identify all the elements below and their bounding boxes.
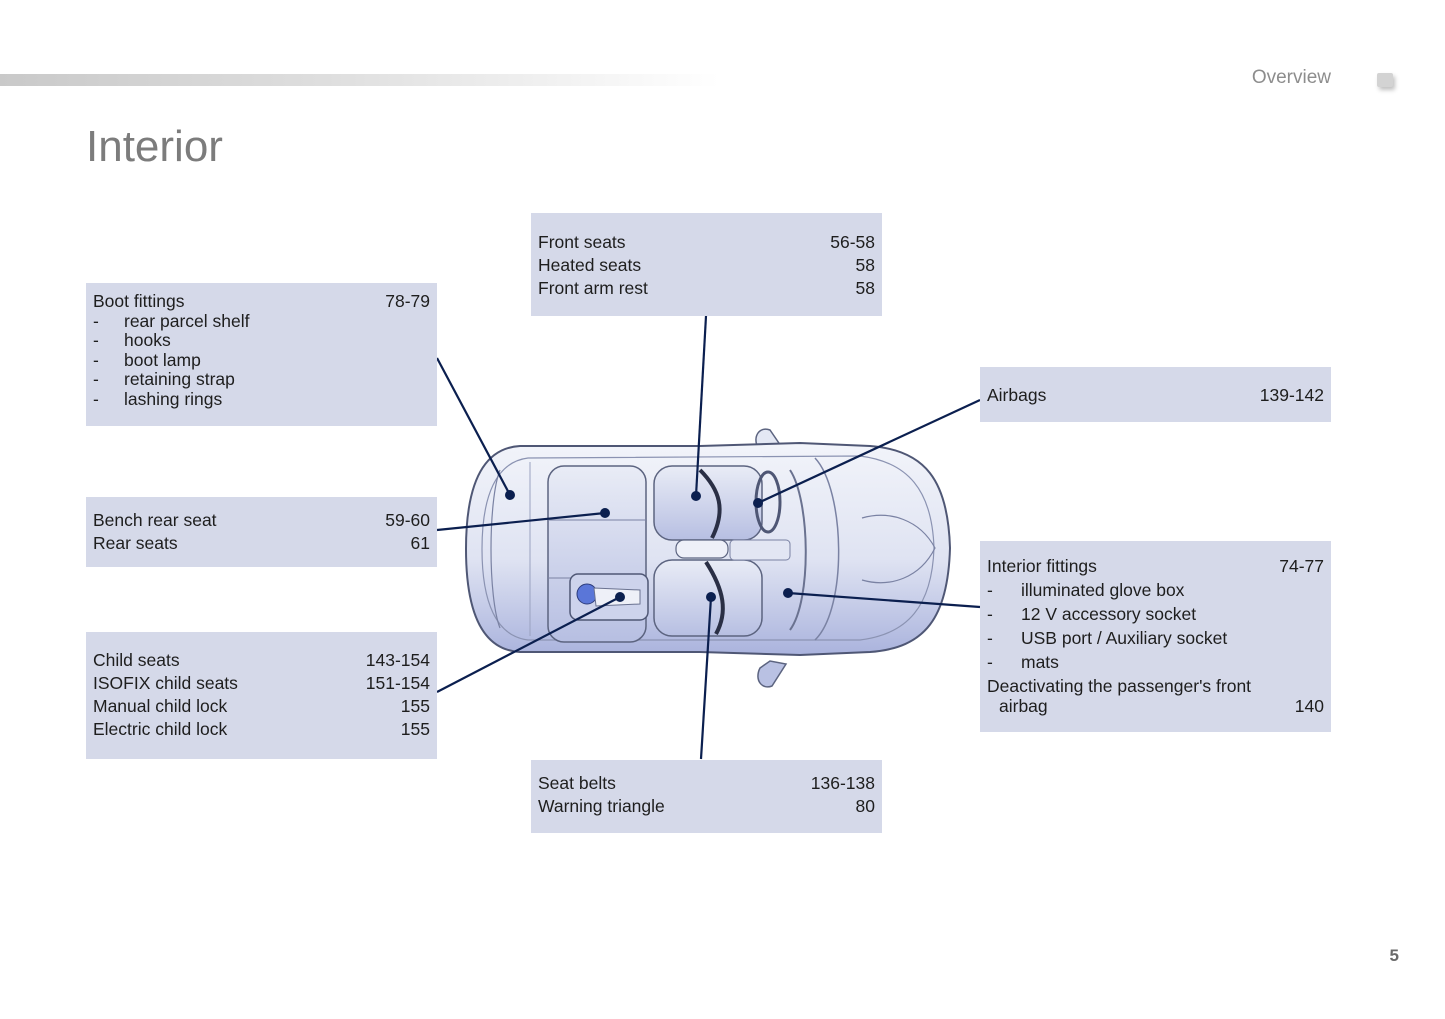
- list-item: -illuminated glove box: [987, 580, 1185, 600]
- passenger-airbag-entry: Deactivating the passenger's front airba…: [987, 676, 1324, 716]
- leader-dots: [505, 490, 793, 602]
- leader-boot: [436, 357, 511, 496]
- section-label: Overview: [1251, 67, 1331, 88]
- section-tab-marker: [1377, 73, 1393, 87]
- front-seats-box: Front seats 56-58 Heated seats 58 Front …: [531, 213, 882, 316]
- list-item: -retaining strap: [93, 369, 235, 389]
- list-item: -boot lamp: [93, 349, 201, 370]
- boot-fittings-box: Boot fittings 78-79 -rear parcel shelf -…: [86, 283, 437, 426]
- list-item: Heated seats 58: [538, 255, 875, 275]
- boot-fittings-row: Boot fittings 78-79: [93, 291, 430, 312]
- list-item: Front seats 56-58: [538, 232, 875, 252]
- list-item: -USB port / Auxiliary socket: [987, 628, 1228, 648]
- child-seats-box: Child seats 143-154 ISOFIX child seats 1…: [86, 632, 437, 759]
- list-item: Airbags 139-142: [987, 385, 1324, 405]
- list-item: Front arm rest 58: [538, 278, 875, 298]
- boot-fittings-page[interactable]: 78-79: [385, 291, 430, 311]
- list-item: Electric child lock 155: [93, 719, 430, 739]
- list-item: -rear parcel shelf: [93, 310, 250, 331]
- list-item: -mats: [987, 652, 1059, 672]
- seat-belts-box: Seat belts 136-138 Warning triangle 80: [531, 760, 882, 833]
- boot-fittings-label: Boot fittings: [93, 291, 185, 311]
- leader-airbags: [757, 399, 981, 504]
- page-number: 5: [1389, 946, 1399, 965]
- list-item: -hooks: [93, 330, 171, 350]
- leader-front-seats: [694, 315, 708, 497]
- list-item: -12 V accessory socket: [987, 604, 1197, 624]
- list-item: Rear seats 61: [93, 533, 430, 553]
- list-item: Child seats 143-154: [93, 650, 430, 670]
- leader-child-seats: [436, 596, 621, 693]
- leader-interior: [787, 591, 981, 609]
- rear-seats-box: Bench rear seat 59-60 Rear seats 61: [86, 497, 437, 567]
- list-item: Manual child lock 155: [93, 696, 430, 716]
- header-rule: [0, 74, 720, 86]
- front-arm-rest: [675, 539, 729, 559]
- leader-seat-belts: [699, 596, 713, 760]
- interior-fittings-row: Interior fittings 74-77: [987, 556, 1324, 576]
- page-title: Interior: [86, 122, 223, 171]
- airbags-box: Airbags 139-142: [980, 367, 1331, 422]
- list-item: -lashing rings: [93, 388, 223, 409]
- interior-fittings-box: Interior fittings 74-77 -illuminated glo…: [980, 541, 1331, 732]
- leader-lines: [436, 315, 981, 760]
- list-item: Warning triangle 80: [538, 796, 875, 816]
- right-mirror: [757, 660, 788, 688]
- leader-rear-seats: [436, 511, 606, 532]
- list-item: Bench rear seat 59-60: [93, 510, 430, 530]
- list-item: ISOFIX child seats 151-154: [93, 673, 430, 693]
- list-item: Seat belts 136-138: [538, 773, 875, 793]
